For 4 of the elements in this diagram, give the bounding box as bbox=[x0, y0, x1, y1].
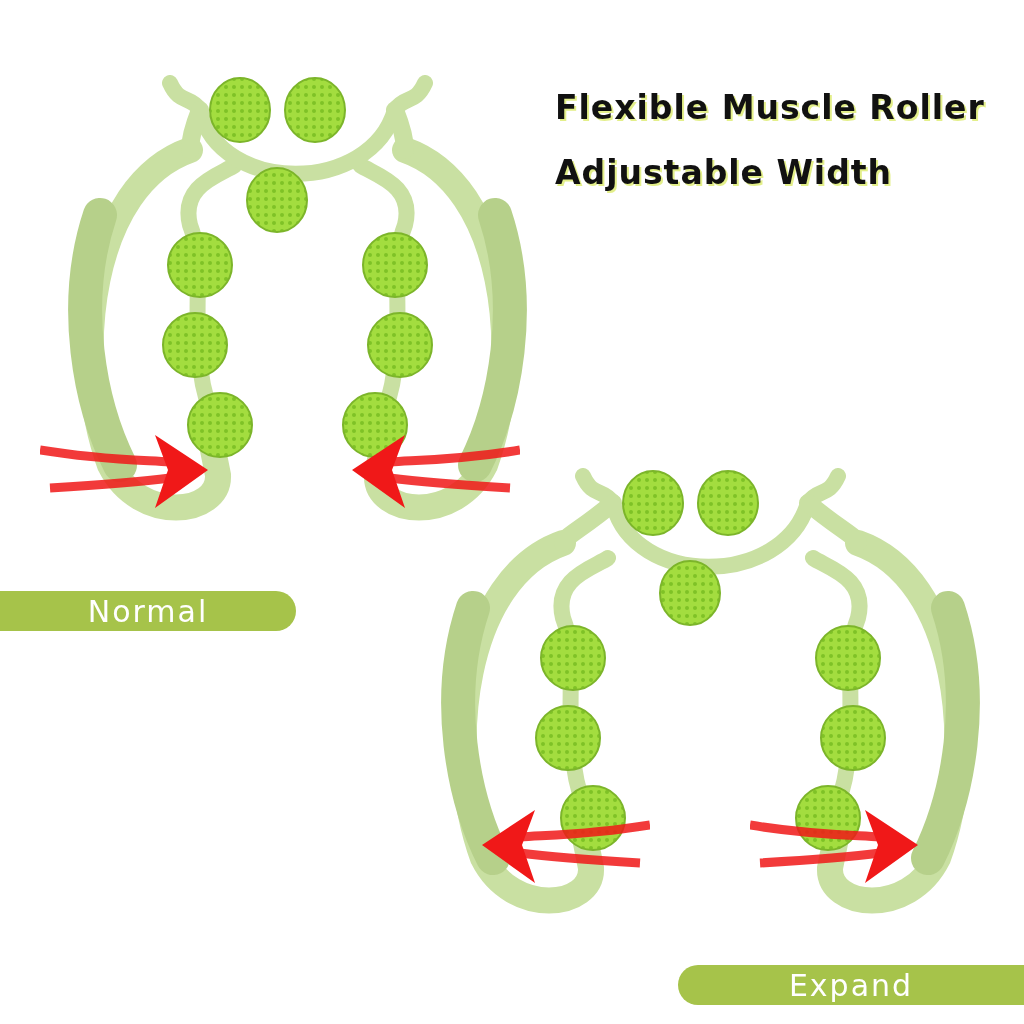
subtitle: Adjustable Width bbox=[555, 153, 893, 192]
title: Flexible Muscle Roller bbox=[555, 88, 985, 127]
label-band: Normal bbox=[0, 591, 296, 631]
label-band: Expand bbox=[678, 965, 1024, 1005]
